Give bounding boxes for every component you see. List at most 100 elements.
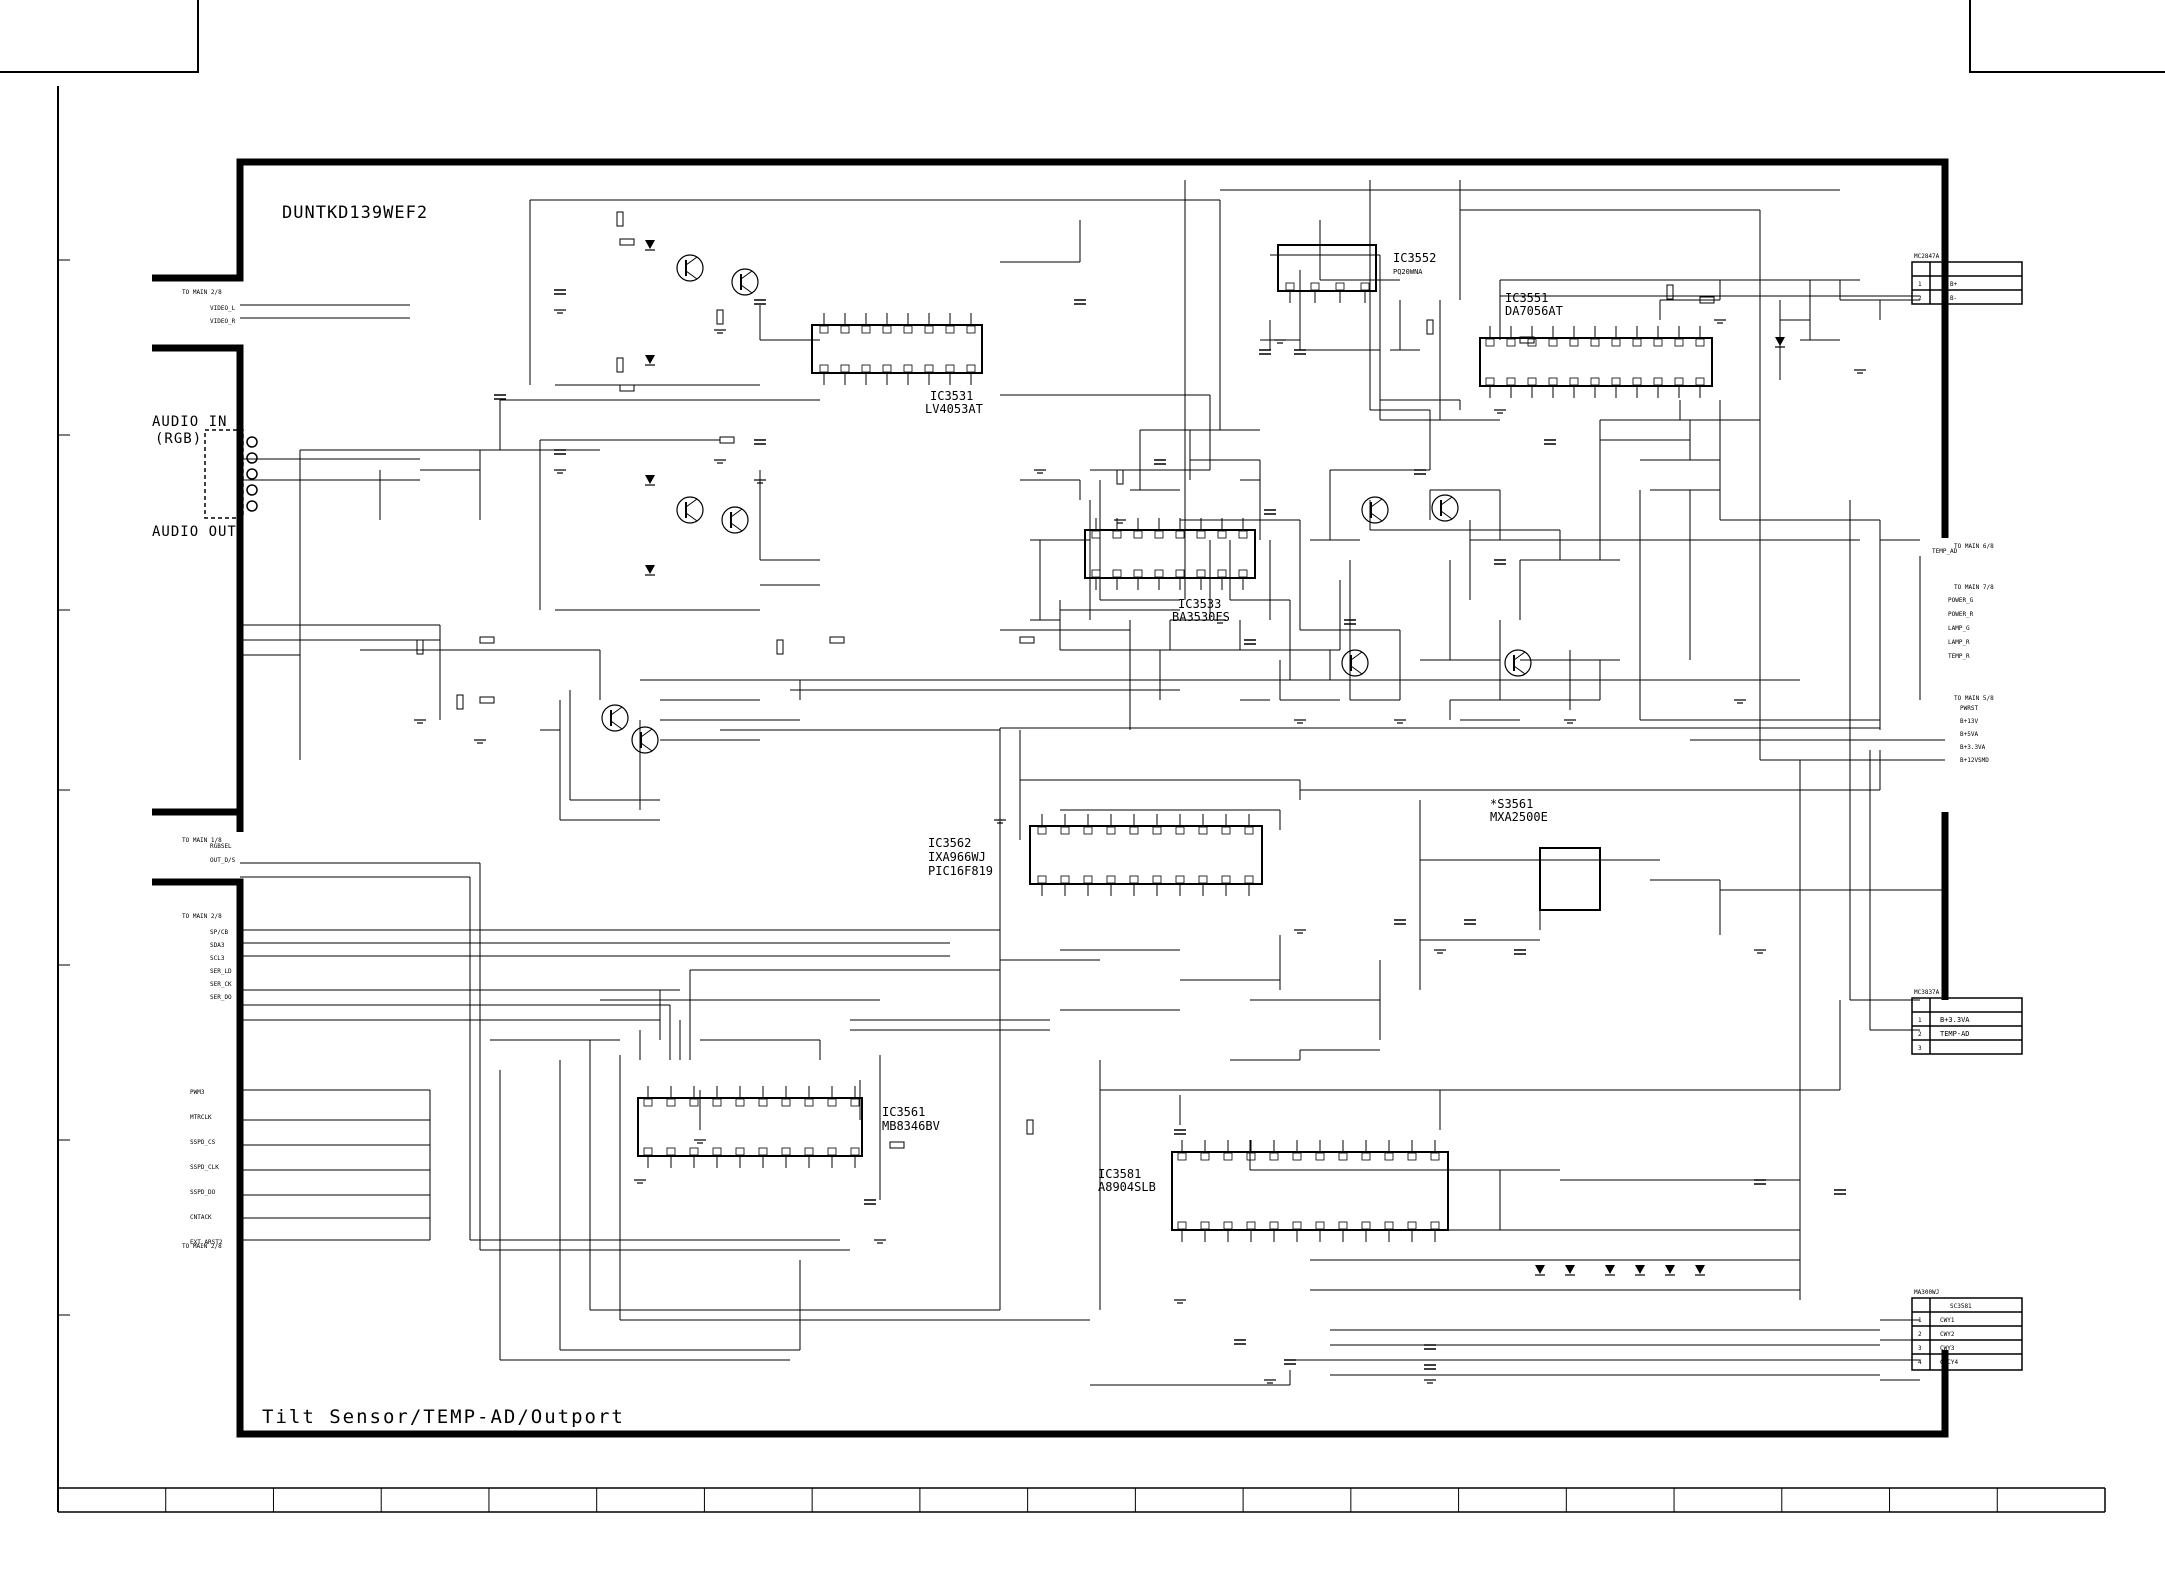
ic3531-pin-top-box bbox=[924, 325, 934, 334]
ic3581-pin-bottom-box bbox=[1246, 1221, 1256, 1230]
ic3581-pin-top-box bbox=[1361, 1152, 1371, 1161]
left-bottom-signal-3: SER_LD bbox=[210, 968, 232, 975]
conn-bot-sub: SC3581 bbox=[1950, 1303, 1972, 1310]
ic3561-pin-top-box bbox=[643, 1098, 653, 1107]
right-signal-b-0: POWER_G bbox=[1948, 597, 1974, 604]
ic3562-pin-bottom-box bbox=[1198, 875, 1208, 884]
board-title: DUNTKD139WEF2 bbox=[282, 203, 428, 223]
resistor bbox=[1699, 296, 1715, 304]
resistor bbox=[1666, 284, 1674, 300]
ic3531-pin-bottom-box bbox=[882, 364, 892, 373]
ic3561-pin-top-box bbox=[735, 1098, 745, 1107]
ic3562-pin-bottom-box bbox=[1152, 875, 1162, 884]
ic3562-ref: IC3562 bbox=[928, 836, 971, 850]
ic3552-ref: IC3552 bbox=[1393, 251, 1436, 265]
transistor bbox=[676, 254, 704, 282]
ic3562-pin-bottom-box bbox=[1175, 875, 1185, 884]
ic3551-pin-top-box bbox=[1569, 338, 1579, 347]
ic3562-pin-bottom-box bbox=[1106, 875, 1116, 884]
resistor bbox=[479, 636, 495, 644]
transistor-emitter bbox=[685, 512, 698, 522]
ic3533-pin-top-box bbox=[1091, 530, 1101, 539]
transistor bbox=[1431, 494, 1459, 522]
transistor-collector bbox=[610, 706, 623, 716]
ic3562-pin-top-box bbox=[1129, 826, 1139, 835]
ic3581-pin-bottom-box bbox=[1223, 1221, 1233, 1230]
ic3551-pin-bottom-box bbox=[1611, 377, 1621, 386]
resistor bbox=[889, 1141, 905, 1149]
diode bbox=[1565, 1265, 1575, 1274]
ic3533-pin-bottom-box bbox=[1175, 569, 1185, 578]
ic3552-pin-box bbox=[1310, 282, 1320, 291]
ic3561-pin-bottom-box bbox=[666, 1147, 676, 1156]
ic3562-pin-bottom-box bbox=[1244, 875, 1254, 884]
diode bbox=[1665, 1265, 1675, 1274]
resistor bbox=[1426, 319, 1434, 335]
rgb-label: (RGB) bbox=[155, 431, 202, 447]
conn-bot-pin3: 3 bbox=[1918, 1345, 1922, 1352]
ic3531-ref: IC3531 bbox=[930, 389, 973, 403]
ic3533-pin-bottom-box bbox=[1238, 569, 1248, 578]
to-main-5-8: TO MAIN 5/8 bbox=[1954, 695, 1994, 702]
ic3581-pin-top-box bbox=[1384, 1152, 1394, 1161]
connector-mid-right bbox=[1911, 997, 2023, 1055]
ic3531-pin-bottom-box bbox=[840, 364, 850, 373]
left-lower-signal-5: CNTACK bbox=[190, 1214, 212, 1221]
to-main-1-8: TO MAIN 1/8 bbox=[182, 837, 222, 844]
ic3561-pin-bottom-box bbox=[781, 1147, 791, 1156]
ic3561-pin-top-box bbox=[689, 1098, 699, 1107]
s3561-body bbox=[1539, 847, 1601, 911]
ic3561-pin-top-box bbox=[827, 1098, 837, 1107]
ic3561-pin-bottom-box bbox=[643, 1147, 653, 1156]
conn-bot-name2: CWY2 bbox=[1940, 1331, 1955, 1338]
resistor bbox=[716, 309, 724, 325]
ic3533-body bbox=[1084, 529, 1256, 579]
ic3561-pin-bottom-box bbox=[735, 1147, 745, 1156]
ic3551-pin-top-box bbox=[1653, 338, 1663, 347]
ic3581-pin-bottom-box bbox=[1292, 1221, 1302, 1230]
transistor-emitter bbox=[1513, 665, 1526, 675]
ic3562-pin-top-box bbox=[1198, 826, 1208, 835]
ic3531-part: LV4053AT bbox=[925, 402, 983, 416]
ic3531-pin-bottom-box bbox=[819, 364, 829, 373]
transistor bbox=[1341, 649, 1369, 677]
conn-bot-pin2: 2 bbox=[1918, 1331, 1922, 1338]
ic3581-pin-top-box bbox=[1223, 1152, 1233, 1161]
ic3581-pin-bottom-box bbox=[1177, 1221, 1187, 1230]
ic3561-pin-bottom-box bbox=[689, 1147, 699, 1156]
transistor-emitter bbox=[730, 522, 743, 532]
resistor bbox=[1019, 636, 1035, 644]
ic3562-pin-top-box bbox=[1221, 826, 1231, 835]
transistor-emitter bbox=[640, 742, 653, 752]
conn-top-name2: B- bbox=[1950, 295, 1957, 302]
ic3581-body bbox=[1171, 1151, 1449, 1231]
ic3551-pin-bottom-box bbox=[1632, 377, 1642, 386]
resistor bbox=[829, 636, 845, 644]
ic3562-pin-top-box bbox=[1083, 826, 1093, 835]
ic3551-pin-bottom-box bbox=[1506, 377, 1516, 386]
transistor-emitter bbox=[685, 270, 698, 280]
left-bottom-signal-5: SER_DO bbox=[210, 994, 232, 1001]
ic3562-pin-bottom-box bbox=[1129, 875, 1139, 884]
left-bottom-signal-4: SER_CK bbox=[210, 981, 232, 988]
ic3531-pin-top-box bbox=[882, 325, 892, 334]
conn-bot-name1: CWY1 bbox=[1940, 1317, 1955, 1324]
ic3581-pin-top-box bbox=[1430, 1152, 1440, 1161]
left-lower-signal-1: MTRCLK bbox=[190, 1114, 212, 1121]
right-signal-a-0: TEMP_AD bbox=[1932, 548, 1958, 555]
ic3562-part: IXA966WJ bbox=[928, 850, 986, 864]
transistor bbox=[676, 496, 704, 524]
ic3562-pin-top-box bbox=[1244, 826, 1254, 835]
ic3533-pin-top-box bbox=[1112, 530, 1122, 539]
ic3531-pin-top-box bbox=[861, 325, 871, 334]
ic3551-pin-bottom-box bbox=[1548, 377, 1558, 386]
conn-top-ref: MC2847A bbox=[1914, 253, 1940, 260]
left-lower-signal-6: EXT_ARST2 bbox=[190, 1239, 223, 1246]
ic3533-pin-top-box bbox=[1217, 530, 1227, 539]
ic3581-pin-top-box bbox=[1292, 1152, 1302, 1161]
to-main-7-8: TO MAIN 7/8 bbox=[1954, 584, 1994, 591]
transistor-collector bbox=[640, 728, 653, 738]
ic3533-pin-top-box bbox=[1175, 530, 1185, 539]
to-main-6-8: TO MAIN 6/8 bbox=[1954, 543, 1994, 550]
transistor bbox=[1361, 496, 1389, 524]
